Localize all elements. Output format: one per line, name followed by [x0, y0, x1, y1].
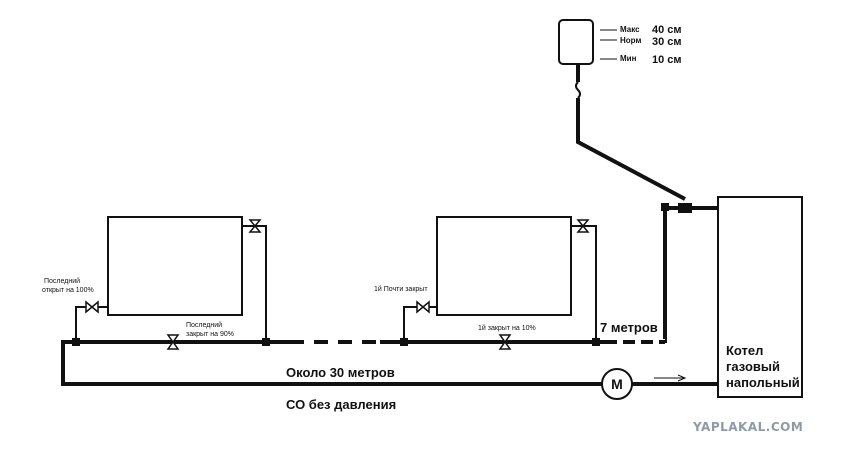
system-type-label: СО без давления [286, 397, 396, 412]
tank-level-value-norm: 30 см [652, 36, 682, 48]
radiator-1-return-valve-label-line-1: Последний [186, 321, 222, 329]
radiator-2-side-valve [416, 300, 430, 314]
radiator-2-main-valve [498, 334, 512, 350]
boiler-label-line-1: Котел [726, 343, 763, 358]
expansion-tank [558, 19, 686, 201]
radiator-2-top-valve [576, 219, 590, 233]
tank-level-label-max: Макс [620, 25, 640, 34]
radiator-1 [75, 216, 267, 342]
tank-level-value-min: 10 см [652, 54, 682, 66]
supply-main-pipe [63, 338, 665, 346]
radiator-1-side-valve [85, 300, 99, 314]
radiator-2 [403, 216, 597, 342]
boiler-label-line-2: газовый [726, 359, 780, 374]
boiler-label-line-3: напольный [726, 375, 800, 390]
radiator-1-supply-valve-label-line-1: Последний [44, 277, 80, 285]
watermark: YAPLAKAL.COM [692, 420, 803, 434]
radiator-1-return-valve-label-line-2: закрыт на 90% [186, 331, 234, 338]
boiler-supply-pipe [661, 203, 718, 343]
boiler: Котел газовый напольный [717, 196, 803, 398]
radiator-2-supply-valve-label: 1й Почти закрыт [374, 285, 428, 293]
radiator-1-return-valve-label: Последний закрыт на 90% [186, 321, 234, 338]
radiator-1-supply-valve-label: Последний открыт на 100% [42, 277, 94, 294]
radiator-2-return-valve-label: 1й закрыт на 10% [478, 324, 536, 332]
tank-level-markers: Макс Норм Мин 40 см 30 см 10 см [600, 24, 682, 66]
circulation-pump: M [601, 368, 633, 400]
tank-level-value-max: 40 см [652, 24, 682, 36]
segment-length-label: 7 метров [600, 320, 658, 335]
radiator-1-supply-valve-label-line-2: открыт на 100% [42, 287, 94, 294]
loop-length-label: Около 30 метров [286, 365, 395, 380]
flow-direction-arrow [654, 374, 687, 382]
tank-level-label-norm: Норм [620, 36, 641, 45]
tank-level-label-min: Мин [620, 54, 637, 63]
pump-symbol: M [611, 376, 623, 392]
radiator-1-top-valve [248, 219, 262, 233]
radiator-1-main-valve [166, 334, 180, 350]
